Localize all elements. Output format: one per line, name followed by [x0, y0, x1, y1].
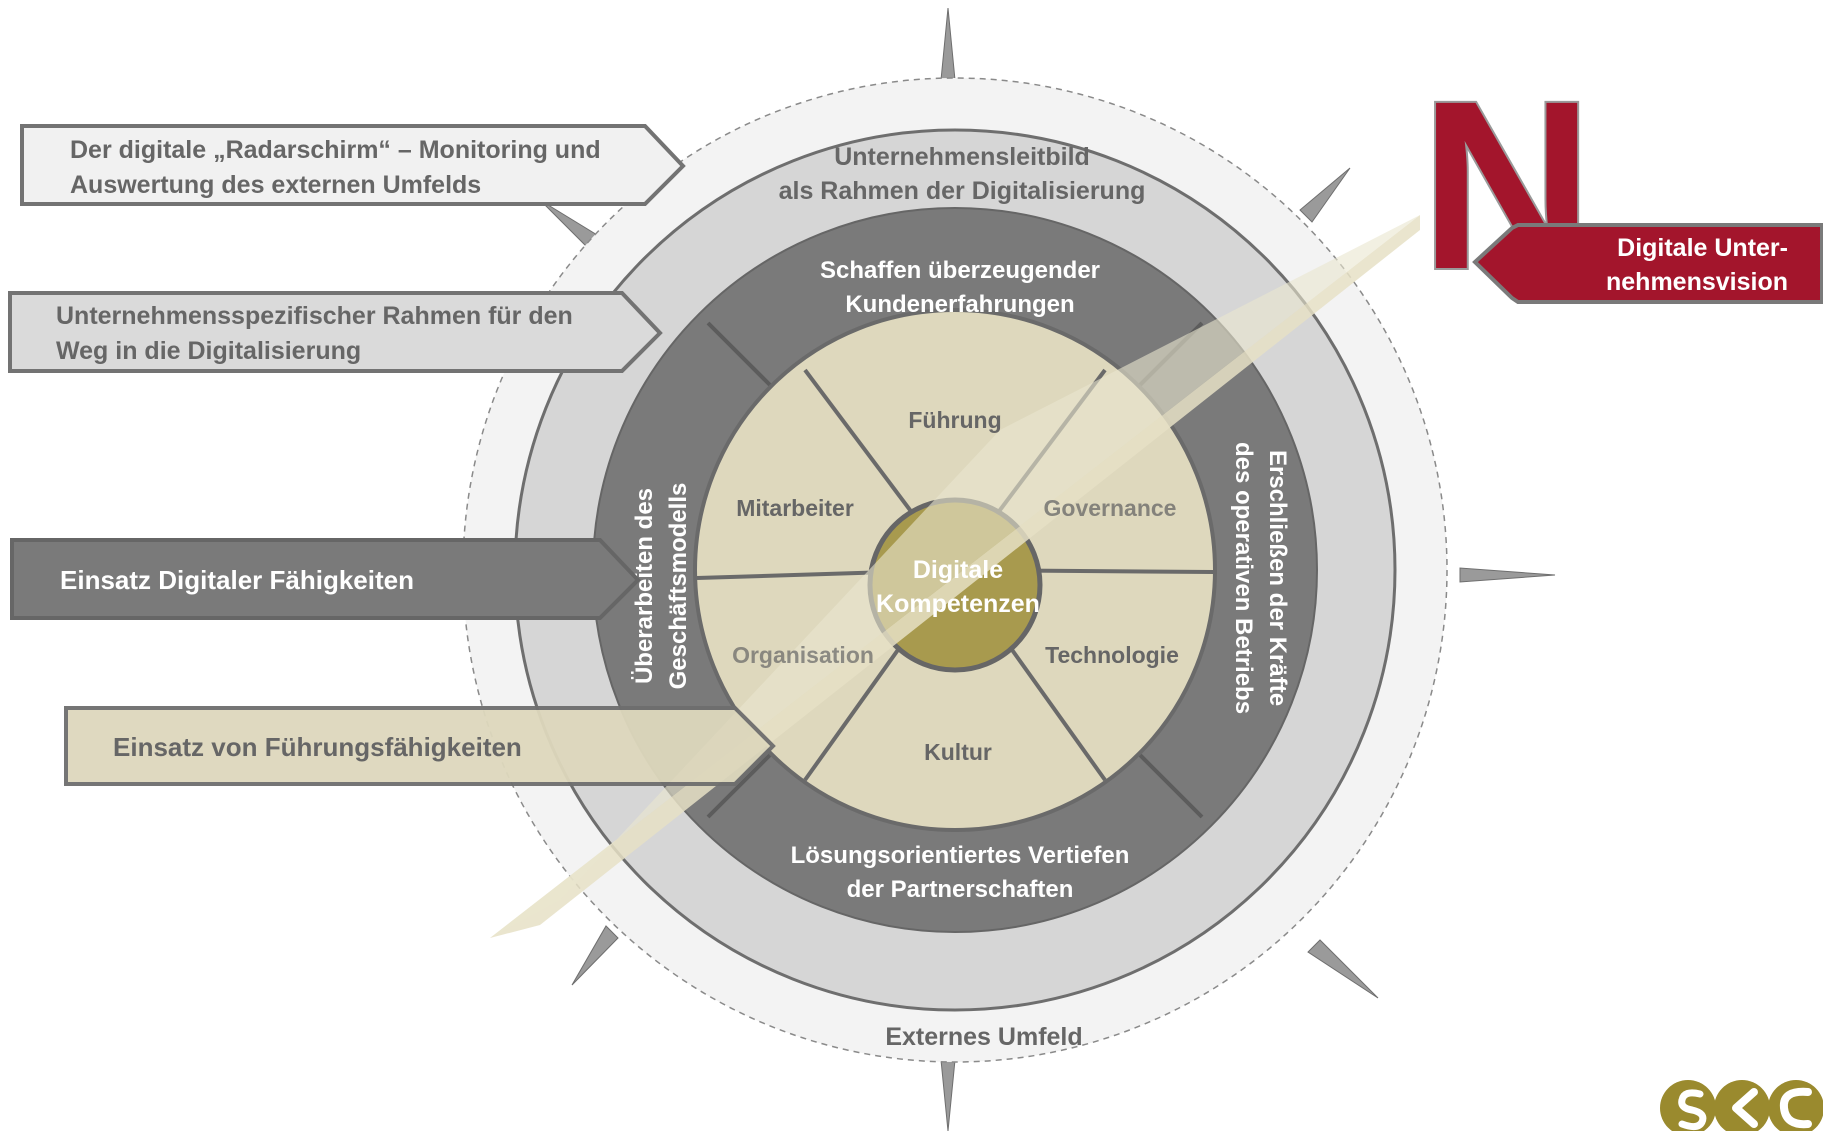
strategy-top-line2: Kundenerfahrungen [845, 291, 1074, 318]
strategy-right-line2: des operativen Betriebs [1230, 442, 1257, 714]
spike-southwest [571, 925, 619, 986]
segment-governance: Governance [1044, 495, 1177, 521]
compass-spikes [539, 7, 1556, 1131]
segment-technologie: Technologie [1045, 642, 1179, 668]
external-environment-label: Externes Umfeld [885, 1023, 1082, 1051]
callout-framework-line1: Unternehmensspezifischer Rahmen für den [56, 302, 573, 330]
segment-mitarbeiter: Mitarbeiter [736, 495, 854, 521]
callout-leadership-skills: Einsatz von Führungsfähigkeiten [64, 706, 776, 786]
callout-framework-line2: Weg in die Digitalisierung [56, 337, 361, 365]
callout-radar: Der digitale „Radarschirm“ – Monitoring … [20, 124, 686, 206]
segment-organisation: Organisation [732, 642, 874, 668]
center-label-line2: Kompetenzen [876, 590, 1040, 618]
callout-digital-skills-label: Einsatz Digitaler Fähigkeiten [60, 565, 414, 595]
strategy-bottom-line1: Lösungsorientiertes Vertiefen [791, 842, 1130, 869]
spike-north [940, 7, 956, 81]
vision-frame-line2: als Rahmen der Digitalisierung [779, 177, 1146, 205]
segment-kultur: Kultur [924, 739, 992, 765]
scc-logo [1660, 1080, 1823, 1131]
callout-radar-line1: Der digitale „Radarschirm“ – Monitoring … [70, 136, 601, 164]
callout-leadership-skills-label: Einsatz von Führungsfähigkeiten [113, 732, 522, 762]
strategy-right-line1: Erschließen der Kräfte [1264, 450, 1291, 706]
strategy-top-line1: Schaffen überzeugender [820, 257, 1100, 284]
callout-digital-skills: Einsatz Digitaler Fähigkeiten [10, 538, 641, 620]
spike-southeast [1307, 939, 1379, 999]
center-label-line1: Digitale [913, 556, 1003, 584]
north-indicator: N Digitale Unter- nehmensvision [1418, 49, 1823, 321]
spike-northeast [1299, 167, 1351, 223]
callout-framework: Unternehmensspezifischer Rahmen für den … [8, 291, 663, 373]
north-label-line2: nehmensvision [1606, 268, 1788, 296]
spike-east [1459, 567, 1556, 583]
segment-fuehrung: Führung [908, 407, 1001, 433]
north-label-line1: Digitale Unter- [1617, 234, 1788, 262]
strategy-left-line1: Überarbeiten des [631, 488, 658, 684]
spike-south [940, 1059, 956, 1131]
callout-radar-line2: Auswertung des externen Umfelds [70, 171, 481, 199]
vision-frame-line1: Unternehmensleitbild [834, 143, 1090, 171]
north-vision-label-box [1472, 223, 1823, 304]
strategy-left-line2: Geschäftsmodells [665, 483, 692, 690]
strategy-bottom-line2: der Partnerschaften [847, 876, 1074, 903]
